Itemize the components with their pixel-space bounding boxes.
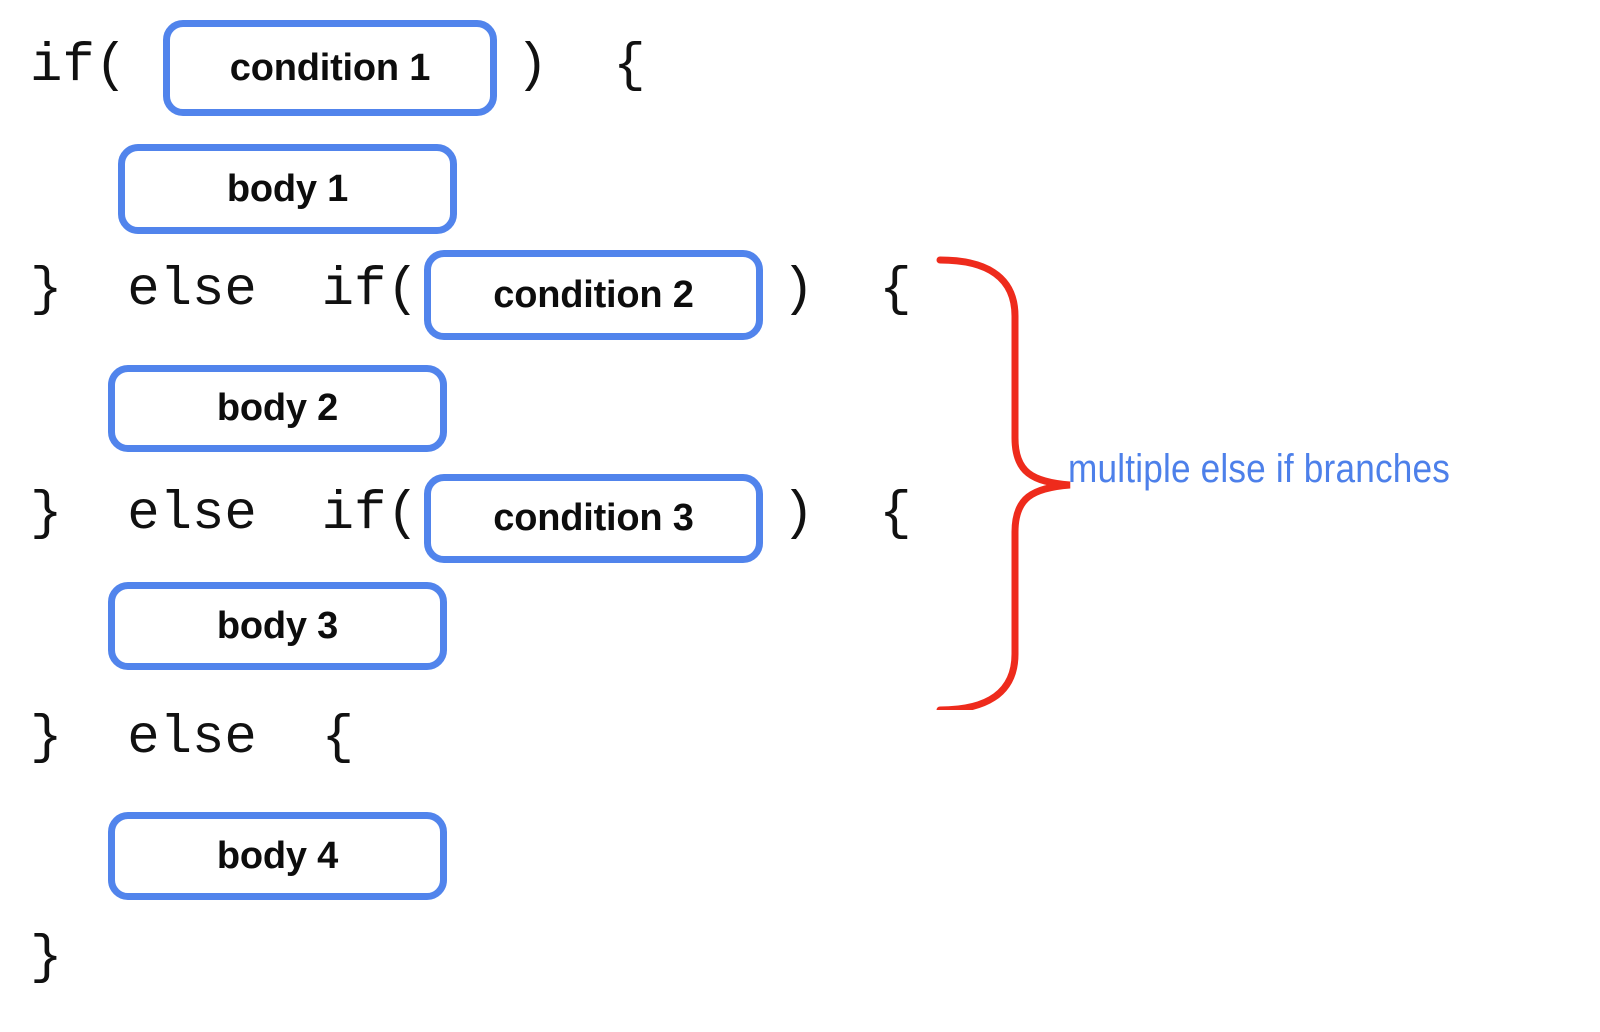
condition-3-label: condition 3 <box>493 497 694 539</box>
condition-1-label: condition 1 <box>229 46 431 89</box>
annotation-text: multiple else if branches <box>1068 447 1451 491</box>
body-4-label: body 4 <box>216 834 339 877</box>
code-else-keyword: } else { <box>30 708 355 769</box>
body-1-box[interactable]: body 1 <box>118 144 457 234</box>
code-else-if-2-keyword: } else if( <box>30 484 419 545</box>
body-3-box[interactable]: body 3 <box>108 582 447 670</box>
code-closing-brace: } <box>30 928 63 989</box>
code-if-close: ) { <box>516 36 646 97</box>
annotation-brace-container <box>920 240 1100 714</box>
body-4-box[interactable]: body 4 <box>108 812 447 900</box>
body-2-box[interactable]: body 2 <box>108 365 447 452</box>
code-else-if-1-keyword: } else if( <box>30 260 419 321</box>
code-else-if-1-close: ) { <box>782 260 912 321</box>
body-3-label: body 3 <box>216 604 339 647</box>
code-else-if-2-close: ) { <box>782 484 912 545</box>
condition-1-box[interactable]: condition 1 <box>163 20 497 116</box>
condition-3-box[interactable]: condition 3 <box>424 474 763 563</box>
condition-2-label: condition 2 <box>493 273 694 316</box>
condition-2-box[interactable]: condition 2 <box>424 250 763 340</box>
curly-brace-icon <box>936 256 1071 714</box>
code-if-keyword: if( <box>30 36 128 97</box>
body-2-label: body 2 <box>216 387 339 429</box>
body-1-label: body 1 <box>226 167 349 210</box>
